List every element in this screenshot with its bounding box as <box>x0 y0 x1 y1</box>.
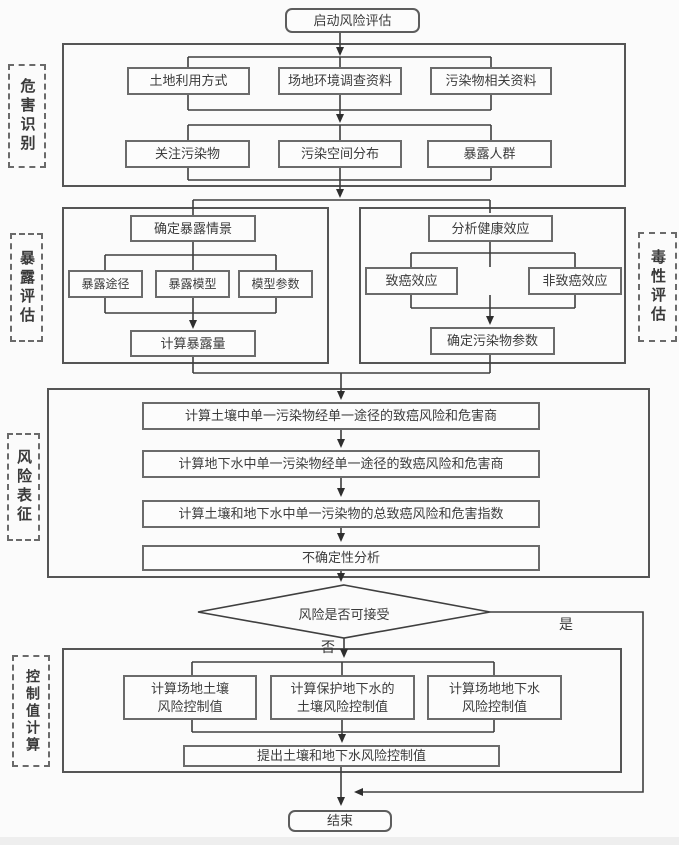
node-soil-single-pollutant-risk: 计算土壤中单一污染物经单一途径的致癌风险和危害商 <box>142 402 540 430</box>
section-risk-characterization <box>47 388 650 578</box>
decision-diamond <box>197 584 491 639</box>
node-line: 计算场地土壤 <box>150 680 229 696</box>
end-node: 结束 <box>288 810 392 832</box>
node-line: 风险控制值 <box>461 698 527 714</box>
node-pollutant-data: 污染物相关资料 <box>430 67 552 95</box>
scan-edge-strip <box>0 837 679 845</box>
node-soil-control-value-protect-groundwater: 计算保护地下水的 土壤风险控制值 <box>270 675 415 720</box>
node-exposure-model: 暴露模型 <box>155 270 230 298</box>
node-land-use-type: 土地利用方式 <box>127 67 250 95</box>
node-uncertainty-analysis: 不确定性分析 <box>142 545 540 571</box>
node-total-carcinogenic-risk-hazard-index: 计算土壤和地下水中单一污染物的总致癌风险和危害指数 <box>142 500 540 528</box>
section-exposure-assessment <box>62 207 329 364</box>
node-pollution-spatial-distribution: 污染空间分布 <box>278 140 402 168</box>
node-propose-control-values: 提出土壤和地下水风险控制值 <box>183 745 500 767</box>
node-site-groundwater-control-value: 计算场地地下水 风险控制值 <box>427 675 562 720</box>
node-site-survey-data: 场地环境调查资料 <box>278 67 402 95</box>
node-exposed-population: 暴露人群 <box>427 140 552 168</box>
node-site-soil-control-value: 计算场地土壤 风险控制值 <box>123 675 257 720</box>
node-groundwater-single-pollutant-risk: 计算地下水中单一污染物经单一途径的致癌风险和危害商 <box>142 450 540 478</box>
node-model-parameters: 模型参数 <box>238 270 313 298</box>
label-no: 否 <box>321 641 335 656</box>
node-carcinogenic-effects: 致癌效应 <box>365 267 458 295</box>
node-line: 土壤风险控制值 <box>296 698 388 714</box>
node-noncarcinogenic-effects: 非致癌效应 <box>528 267 622 295</box>
label-control-value-calculation: 控制值计算 <box>12 655 50 767</box>
label-yes: 是 <box>559 618 573 633</box>
node-calculate-exposure: 计算暴露量 <box>130 330 256 357</box>
node-contaminants-of-concern: 关注污染物 <box>125 140 250 168</box>
node-analyze-health-effects: 分析健康效应 <box>428 215 553 242</box>
node-line: 风险控制值 <box>157 698 223 714</box>
node-determine-pollutant-parameters: 确定污染物参数 <box>430 327 555 355</box>
label-exposure-assessment: 暴露评估 <box>10 233 43 342</box>
start-node: 启动风险评估 <box>285 8 420 33</box>
node-exposure-pathway: 暴露途径 <box>68 270 143 298</box>
label-risk-characterization: 风险表征 <box>7 433 40 541</box>
node-line: 计算保护地下水的 <box>290 680 395 696</box>
label-toxicity-assessment: 毒性评估 <box>638 232 677 342</box>
label-hazard-identification: 危害识别 <box>8 64 46 168</box>
node-line: 计算场地地下水 <box>448 680 540 696</box>
section-toxicity-assessment <box>359 207 626 364</box>
decision-risk-acceptable: 风险是否可接受 <box>298 607 390 622</box>
section-hazard-identification <box>62 43 626 187</box>
node-determine-exposure-scenario: 确定暴露情景 <box>130 215 256 242</box>
connector-segments <box>104 33 644 806</box>
